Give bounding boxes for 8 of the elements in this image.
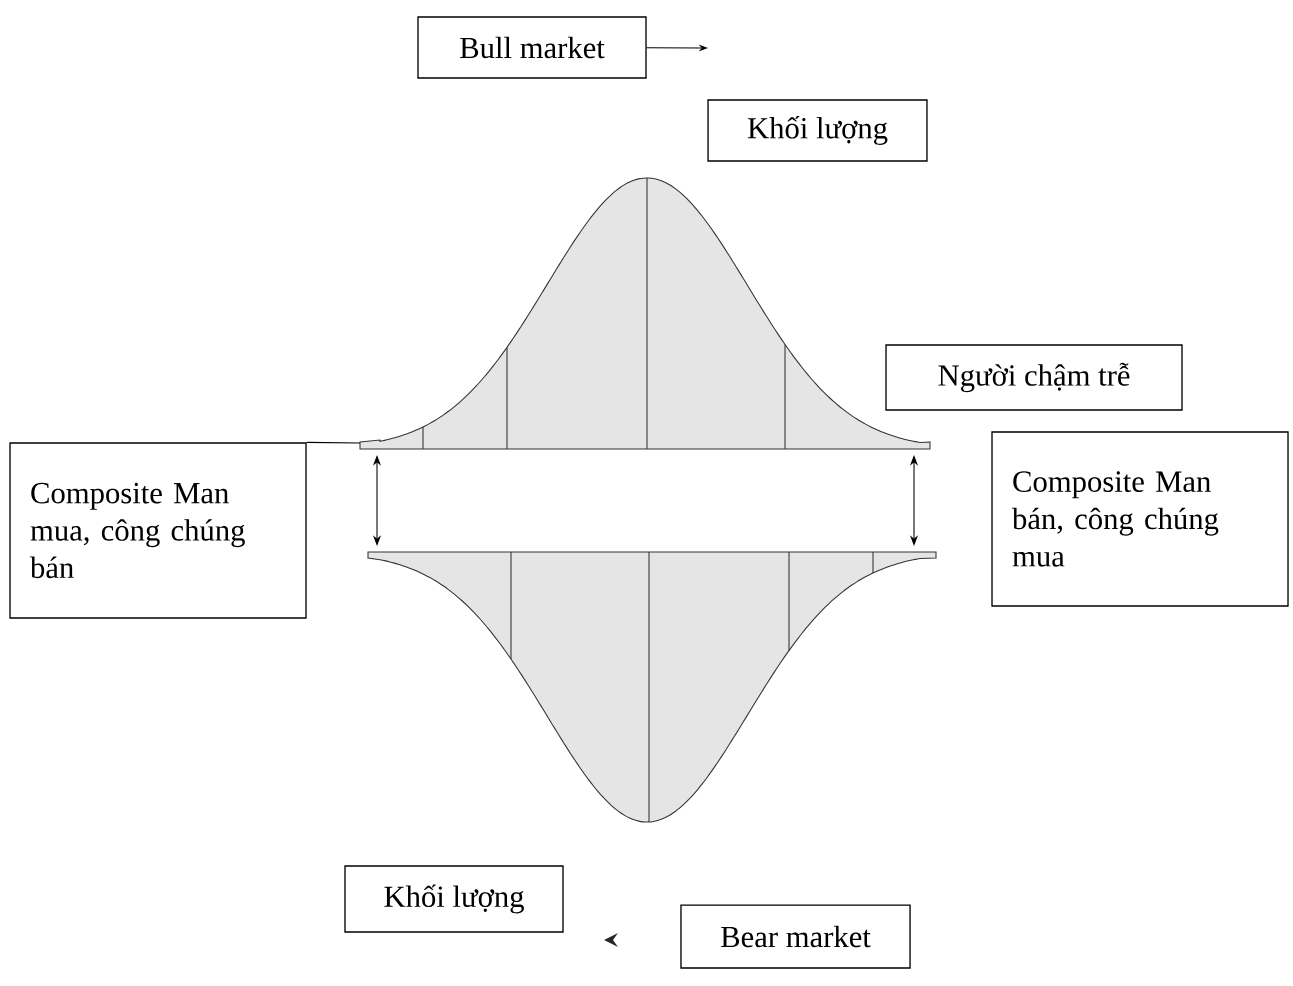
text-box: Bear market xyxy=(680,904,911,969)
text-box: Khối lượng xyxy=(344,865,564,933)
text-box: Composite Man mua, công chúng bán xyxy=(9,442,307,619)
leader-line xyxy=(306,441,361,444)
text-box: Người chậm trễ xyxy=(885,344,1183,411)
text-box: Bull market xyxy=(417,16,647,79)
text-box: Composite Man bán, công chúng mua xyxy=(991,431,1289,607)
text-box: Khối lượng xyxy=(707,99,928,162)
